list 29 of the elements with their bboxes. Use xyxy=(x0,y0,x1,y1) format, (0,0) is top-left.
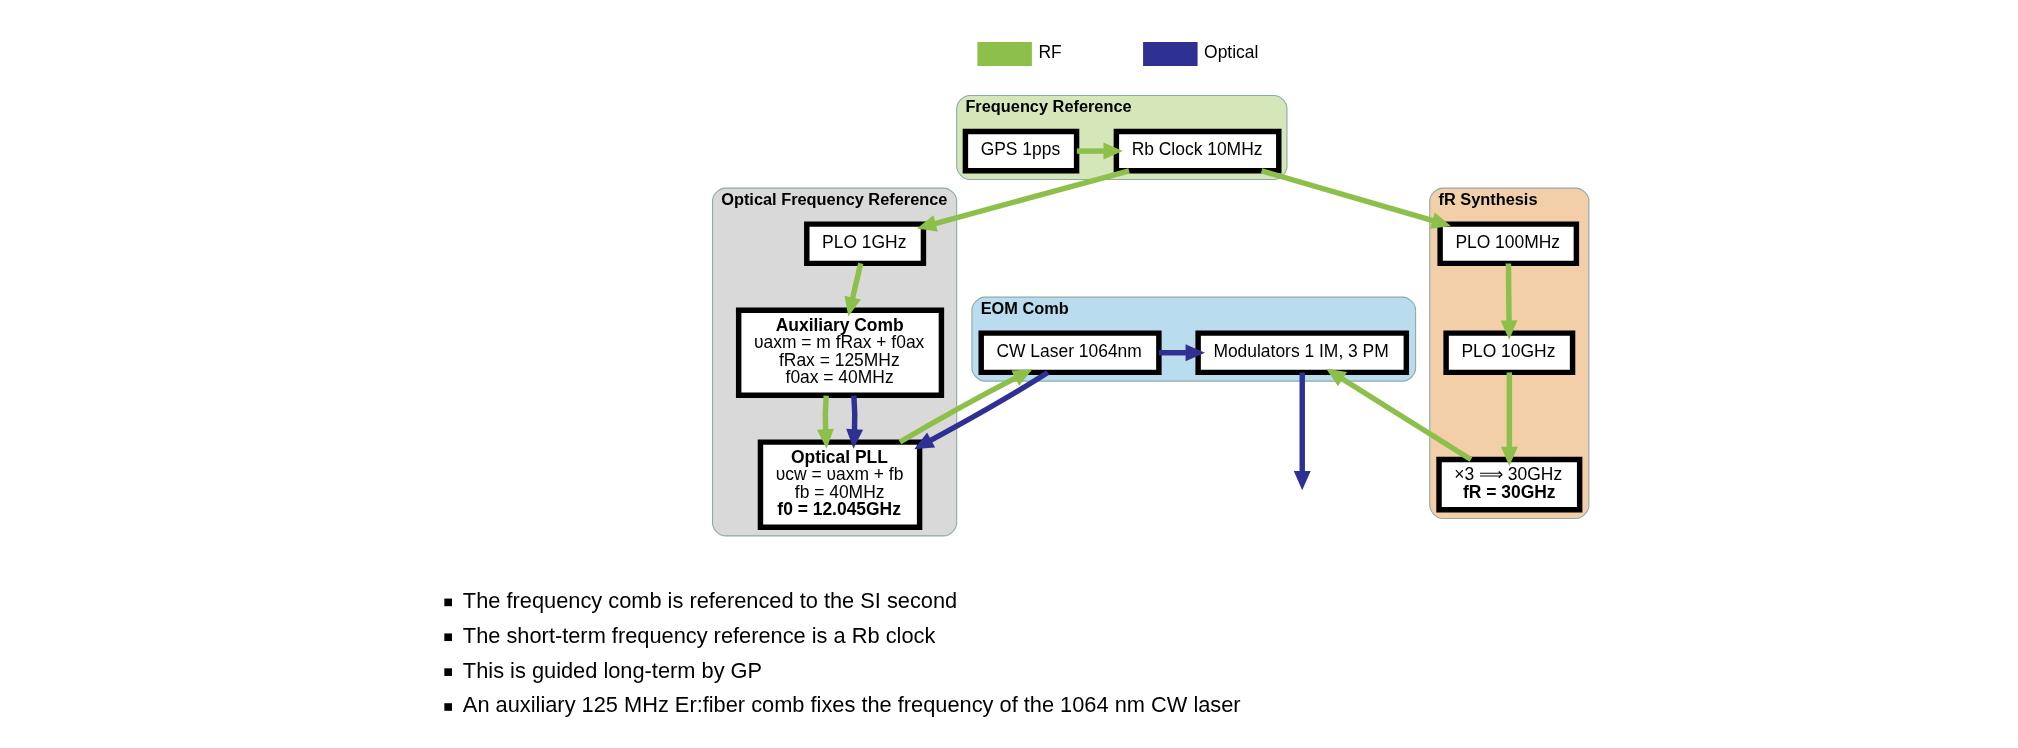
node-box: PLO 1GHz xyxy=(804,221,927,267)
arrow xyxy=(844,262,864,317)
legend-label: RF xyxy=(1038,42,1062,63)
arrow xyxy=(1500,372,1518,467)
arrow xyxy=(1500,263,1518,340)
legend-label: Optical xyxy=(1204,42,1259,63)
node-box: Auxiliary Comb υaxm = m fRax + f0ax fRax = 125MHz f0ax = 40MHz xyxy=(735,307,945,398)
arrow xyxy=(916,168,1130,232)
node-box: Optical PLL υcw = υaxm + fb fb = 40MHz f0 = 12.045GHz xyxy=(757,439,923,530)
node-box: PLO 100MHz xyxy=(1437,221,1580,267)
label: The frequency comb is referenced to the SI second xyxy=(462,587,958,613)
arrow xyxy=(1158,344,1205,362)
label: The short-term frequency reference is a Rb clock xyxy=(462,622,936,648)
arrow xyxy=(914,370,1050,450)
node-box: ×3 ⟹ 30GHz fR = 30GHz xyxy=(1436,456,1583,513)
arrow xyxy=(846,395,864,449)
node-box: CW Laser 1064nm xyxy=(978,330,1162,376)
arrow xyxy=(1293,372,1311,491)
node-box: Rb Clock 10MHz xyxy=(1113,128,1282,174)
node-box: GPS 1pps xyxy=(962,128,1080,174)
arrow xyxy=(898,369,1033,445)
arrow xyxy=(1076,142,1123,160)
node-box: PLO 10GHz xyxy=(1443,330,1576,376)
label: An auxiliary 125 MHz Er:fiber comb fixes the frequency of the 1064 nm CW laser xyxy=(462,692,1241,718)
label: This is guided long-term by GP xyxy=(462,657,763,683)
arrow xyxy=(1326,368,1473,462)
arrow xyxy=(817,395,834,449)
arrow xyxy=(1260,168,1451,229)
node-box: Modulators 1 IM, 3 PM xyxy=(1195,330,1410,376)
